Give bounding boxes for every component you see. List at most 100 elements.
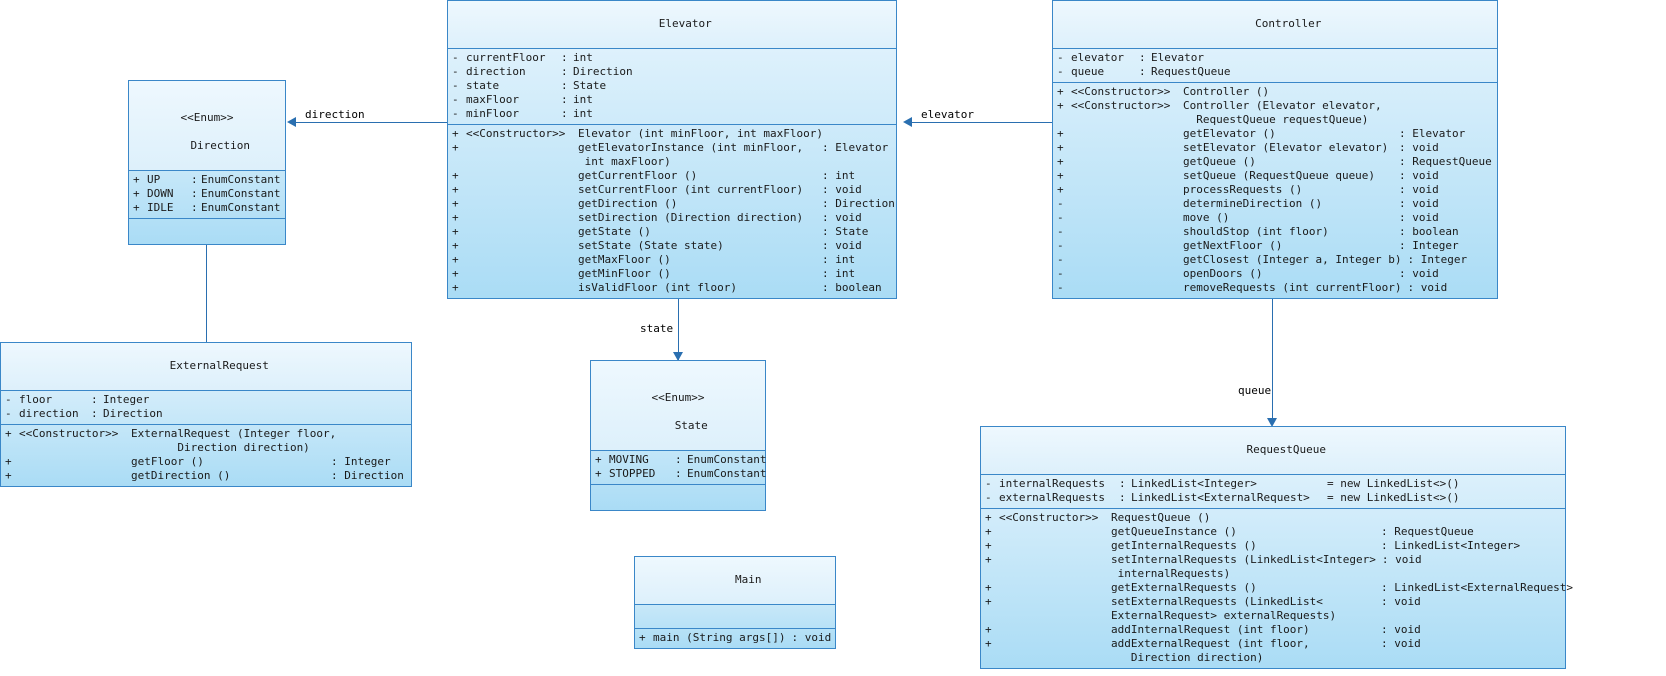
field-colon: : [561, 51, 568, 64]
method-return-type: : int [822, 253, 856, 266]
field-row: - state : State [448, 79, 896, 93]
class-box-state[interactable]: <<Enum>> State + MOVING : EnumConstant +… [590, 360, 766, 511]
class-name-controller: Controller [1255, 17, 1322, 30]
field-row: + STOPPED : EnumConstant [591, 467, 767, 481]
class-box-external-request[interactable]: ExternalRequest - floor : Integer - dire… [0, 342, 412, 487]
method-name: getNextFloor () [1183, 239, 1283, 252]
field-name: currentFloor [466, 51, 546, 64]
method-name: ExternalRequest (Integer floor, Directio… [131, 427, 337, 454]
field-name: direction [19, 407, 79, 420]
field-name: minFloor [466, 107, 519, 120]
method-name: getState () [578, 225, 651, 238]
method-visibility: - [1057, 253, 1064, 266]
method-return-type: : Elevator [1399, 127, 1466, 140]
field-row: - direction : Direction [448, 65, 896, 79]
method-visibility: + [452, 211, 459, 224]
method-name: getDirection () [131, 469, 231, 482]
class-fields-main [635, 605, 835, 629]
method-row: + setState (State state) : void [448, 239, 896, 253]
field-type: LinkedList<Integer> [1131, 477, 1257, 490]
edge-controller-elevator [912, 122, 1052, 123]
class-title-state: <<Enum>> State [591, 361, 765, 451]
field-colon: : [91, 407, 98, 420]
method-visibility: - [1057, 225, 1064, 238]
class-fields-external-request: - floor : Integer - direction : Directio… [1, 391, 411, 425]
method-return-type: : boolean [1399, 225, 1459, 238]
class-name-request-queue: RequestQueue [1246, 443, 1326, 456]
class-methods-external-request: + <<Constructor>> ExternalRequest (Integ… [1, 425, 411, 486]
method-name: getMaxFloor () [578, 253, 671, 266]
field-initializer: = new LinkedList<>() [1327, 491, 1460, 504]
method-return-type: : LinkedList<ExternalRequest> [1381, 581, 1574, 594]
field-colon: : [561, 79, 568, 92]
field-colon: : [561, 107, 568, 120]
field-colon: : [91, 393, 98, 406]
method-stereotype: <<Constructor>> [999, 511, 1099, 524]
method-row: + getMinFloor () : int [448, 267, 896, 281]
method-visibility: + [1057, 99, 1064, 112]
method-visibility: - [1057, 197, 1064, 210]
method-return-type: : void [1381, 637, 1421, 650]
method-name: Elevator (int minFloor, int maxFloor) [578, 127, 824, 140]
method-name: setQueue (RequestQueue queue) [1183, 169, 1376, 182]
method-name: isValidFloor (int floor) [578, 281, 737, 294]
method-return-type: : Integer [331, 455, 391, 468]
field-type: EnumConstant [687, 467, 767, 480]
field-type: int [573, 93, 593, 106]
class-methods-elevator: + <<Constructor>> Elevator (int minFloor… [448, 125, 896, 298]
method-return-type: : void [1399, 183, 1439, 196]
method-name: getQueueInstance () [1111, 525, 1237, 538]
method-row: + getQueue () : RequestQueue [1053, 155, 1497, 169]
edge-arrow-elevator-state [673, 352, 683, 361]
field-type: State [573, 79, 607, 92]
edge-elevator-direction [296, 122, 448, 123]
method-visibility: + [985, 553, 992, 566]
method-name: getDirection () [578, 197, 678, 210]
field-type: RequestQueue [1151, 65, 1231, 78]
method-return-type: : void [1399, 267, 1439, 280]
method-visibility: + [1057, 141, 1064, 154]
field-visibility: + [595, 467, 602, 480]
method-visibility: + [985, 511, 992, 524]
class-stereotype-state: <<Enum>> [651, 391, 705, 404]
edge-label-direction-top: direction [305, 108, 365, 121]
class-box-main[interactable]: Main + main (String args[]) : void [634, 556, 836, 649]
method-return-type: : void [1381, 623, 1421, 636]
method-return-type: : void [822, 211, 862, 224]
method-row: + setElevator (Elevator elevator) : void [1053, 141, 1497, 155]
field-visibility: - [452, 93, 459, 106]
method-return-type: : RequestQueue [1381, 525, 1474, 538]
method-return-type: : void [1381, 595, 1421, 608]
method-row: + getMaxFloor () : int [448, 253, 896, 267]
class-box-direction[interactable]: <<Enum>> Direction + UP : EnumConstant +… [128, 80, 286, 245]
class-box-controller[interactable]: Controller - elevator : Elevator - queue… [1052, 0, 1498, 299]
class-box-request-queue[interactable]: RequestQueue - internalRequests : Linked… [980, 426, 1574, 669]
method-name: RequestQueue () [1111, 511, 1211, 524]
field-name: STOPPED [609, 467, 656, 480]
method-row: + getExternalRequests () : LinkedList<Ex… [981, 581, 1574, 595]
field-name: maxFloor [466, 93, 519, 106]
method-row: + <<Constructor>> RequestQueue () [981, 511, 1565, 525]
field-visibility: - [452, 51, 459, 64]
class-title-request-queue: RequestQueue [981, 427, 1565, 475]
method-stereotype: <<Constructor>> [1071, 99, 1171, 112]
class-name-direction: Direction [190, 139, 251, 152]
method-visibility: - [1057, 281, 1064, 294]
field-name: DOWN [147, 187, 174, 200]
class-box-elevator[interactable]: Elevator - currentFloor : int - directio… [447, 0, 897, 299]
edge-arrow-elevator-direction [287, 117, 296, 127]
class-methods-direction [129, 219, 285, 244]
method-name: move () [1183, 211, 1230, 224]
method-row: + setDirection (Direction direction) : v… [448, 211, 896, 225]
method-name: processRequests () [1183, 183, 1303, 196]
field-name: elevator [1071, 51, 1124, 64]
field-colon: : [675, 467, 682, 480]
method-visibility: + [985, 637, 992, 650]
method-name: getInternalRequests () [1111, 539, 1257, 552]
method-row: + getQueueInstance () : RequestQueue [981, 525, 1565, 539]
method-visibility: + [452, 127, 459, 140]
method-visibility: + [1057, 127, 1064, 140]
class-title-main: Main [635, 557, 835, 605]
field-colon: : [1139, 65, 1146, 78]
method-name: removeRequests (int currentFloor) [1183, 281, 1402, 294]
